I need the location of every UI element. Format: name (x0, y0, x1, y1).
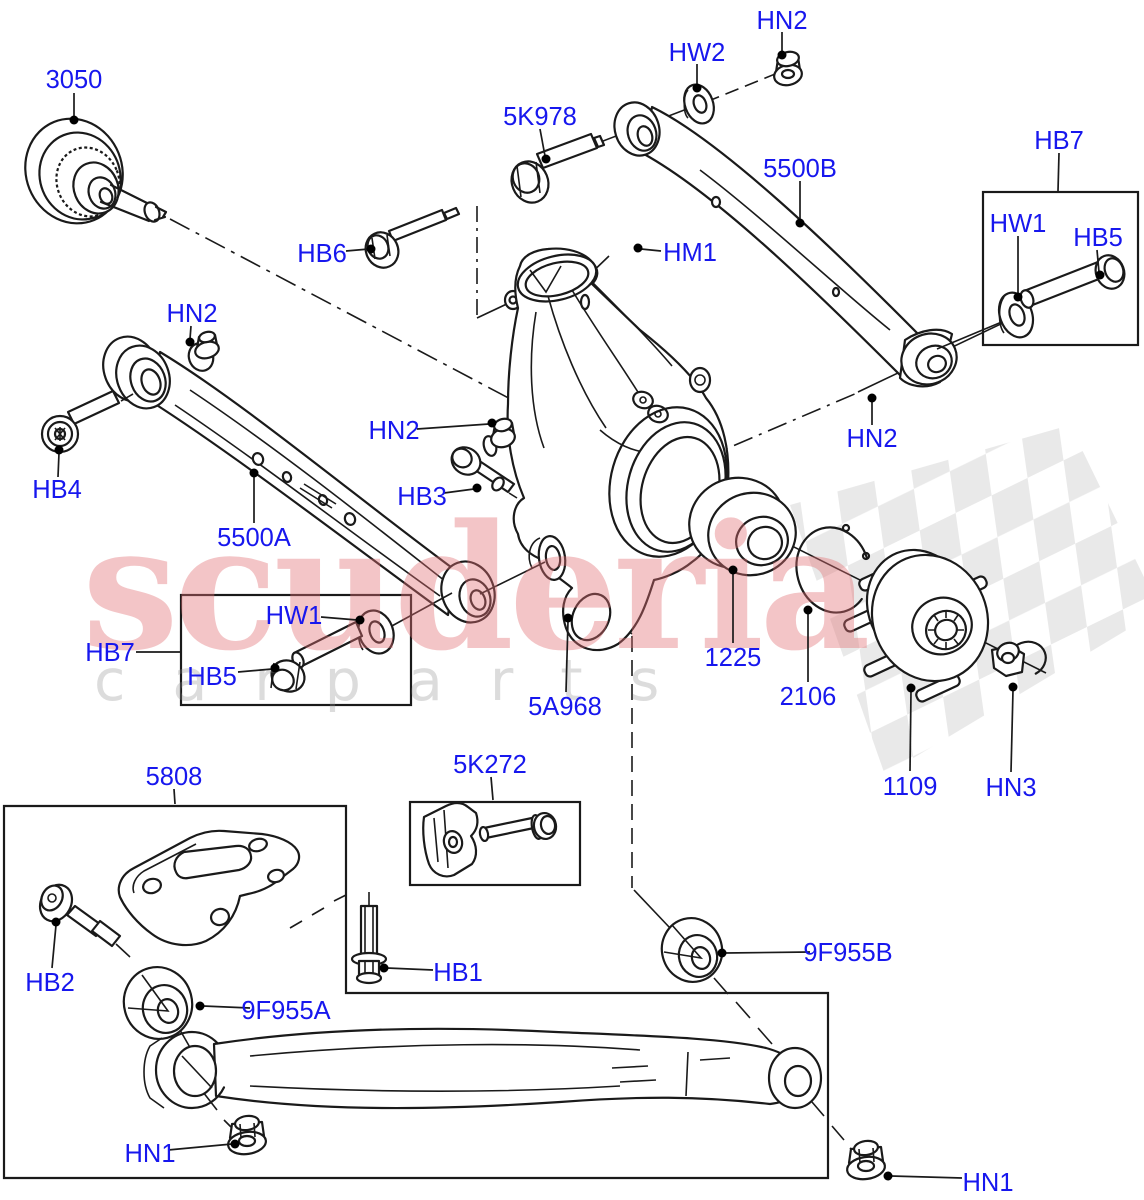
part-label-5k978[interactable]: 5K978 (503, 103, 577, 131)
drive-shaft-drawing (24, 117, 168, 225)
part-label-hb3[interactable]: HB3 (397, 483, 447, 511)
part-label-5808[interactable]: 5808 (146, 763, 203, 791)
bolt-hb2-drawing (38, 883, 131, 958)
part-label-hn1-right[interactable]: HN1 (962, 1169, 1013, 1197)
part-label-hn2-arm[interactable]: HN2 (166, 300, 217, 328)
callout-dots (51, 50, 1105, 1181)
snap-ring-drawing (795, 523, 871, 614)
part-label-hn2-top[interactable]: HN2 (756, 7, 807, 35)
lower-arm-drawing (143, 1027, 823, 1110)
watermark-brand-text: scuderia (82, 486, 867, 689)
bracket-5808-drawing (117, 829, 347, 947)
part-label-1225[interactable]: 1225 (705, 644, 762, 672)
nut-hn3-drawing (990, 640, 1047, 678)
part-label-hn3[interactable]: HN3 (985, 774, 1036, 802)
bolt-hb6-drawing (364, 206, 523, 311)
hub-drawing (843, 548, 990, 703)
part-label-2106[interactable]: 2106 (780, 683, 837, 711)
hardware-kit-box-top-right (936, 190, 1140, 350)
washer-hw2-drawing (683, 83, 715, 125)
part-label-9f955b[interactable]: 9F955B (803, 939, 892, 967)
part-label-3050[interactable]: 3050 (46, 66, 103, 94)
nut-hn2-top-drawing (773, 50, 803, 87)
part-label-hm1[interactable]: HM1 (663, 239, 717, 267)
nut-hn1-right-drawing (846, 1139, 886, 1181)
part-label-5k272[interactable]: 5K272 (453, 751, 527, 779)
part-label-hb6[interactable]: HB6 (297, 240, 347, 268)
bolt-hb3-drawing (450, 446, 518, 499)
group-outline-box (2, 804, 830, 1180)
part-label-9f955a[interactable]: 9F955A (241, 997, 330, 1025)
watermark: scuderia carparts (82, 486, 872, 714)
part-label-5500a[interactable]: 5500A (217, 524, 291, 552)
part-label-1109[interactable]: 1109 (883, 773, 938, 801)
bushing-9f955b-drawing (660, 917, 861, 1159)
part-label-hb5-top-right[interactable]: HB5 (1073, 224, 1123, 252)
bolt-hb1-drawing (350, 892, 388, 985)
part-label-hw2[interactable]: HW2 (669, 39, 726, 67)
bolt-5k978-drawing (510, 132, 606, 204)
nut-hn2-knuckle-drawing (482, 417, 516, 457)
part-label-5500b[interactable]: 5500B (763, 155, 837, 183)
part-label-hb1[interactable]: HB1 (433, 959, 483, 987)
front-arm-drawing (102, 330, 546, 624)
part-label-hb7-left[interactable]: HB7 (85, 639, 135, 667)
part-label-hb7-top-right[interactable]: HB7 (1034, 127, 1084, 155)
bolt-hb4-drawing (40, 389, 134, 454)
part-label-hb5-left[interactable]: HB5 (187, 663, 237, 691)
part-label-hb2[interactable]: HB2 (25, 969, 75, 997)
watermark-subtext: carparts (94, 648, 706, 714)
hardware-kit-box-left (179, 592, 453, 707)
callout-leader-lines (51, 32, 1100, 1179)
part-labels: 3050 HB6 5K978 HW2 HN2 5500B HB7 HW1 HB5… (25, 7, 1123, 1197)
part-label-5a968[interactable]: 5A968 (528, 693, 602, 721)
part-label-hn2-knuckle[interactable]: HN2 (368, 417, 419, 445)
part-label-hb4[interactable]: HB4 (32, 476, 82, 504)
bushing-9f955a-drawing (122, 966, 237, 1133)
bearing-drawing (688, 476, 797, 577)
bracket-kit-box-5k272 (408, 800, 582, 887)
part-label-hn1-left[interactable]: HN1 (124, 1140, 175, 1168)
nut-hn1-left-drawing (227, 1114, 267, 1156)
upper-arm-drawing (613, 101, 958, 388)
part-label-hw1-top-right[interactable]: HW1 (990, 210, 1047, 238)
part-label-hn2-lower[interactable]: HN2 (846, 425, 897, 453)
part-label-hw1-left[interactable]: HW1 (266, 602, 323, 630)
